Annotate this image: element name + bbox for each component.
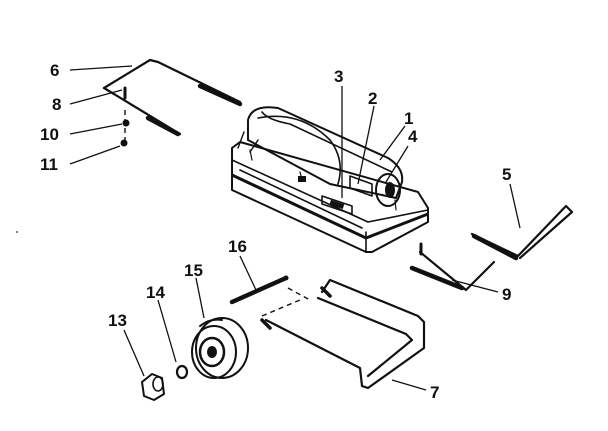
callout-6: 6	[50, 61, 59, 80]
wheel-frame	[260, 278, 426, 390]
washer-part-14	[175, 364, 189, 380]
leader-lines	[69, 65, 521, 391]
callout-13: 13	[108, 311, 127, 330]
callout-15: 15	[184, 261, 203, 280]
callout-4: 4	[408, 127, 418, 146]
callout-14: 14	[146, 283, 165, 302]
bolt-part-10	[122, 119, 130, 127]
rod-upper-left	[102, 58, 243, 137]
callout-5: 5	[502, 165, 511, 184]
callout-16: 16	[228, 237, 247, 256]
nut-part-11	[120, 139, 128, 147]
callout-3: 3	[334, 67, 343, 86]
callout-2: 2	[368, 89, 377, 108]
callout-8: 8	[52, 95, 61, 114]
hub-cap-part-13	[141, 373, 165, 401]
callout-10: 10	[40, 125, 59, 144]
axle-rod	[229, 275, 289, 305]
wheel	[191, 317, 249, 379]
rod-right-frame	[409, 204, 574, 292]
callout-11: 11	[40, 155, 58, 174]
callout-1: 1	[404, 109, 413, 128]
heater-assembly	[231, 106, 429, 253]
callout-7: 7	[430, 383, 439, 402]
stray-mark	[16, 231, 18, 233]
callout-9: 9	[502, 285, 511, 304]
